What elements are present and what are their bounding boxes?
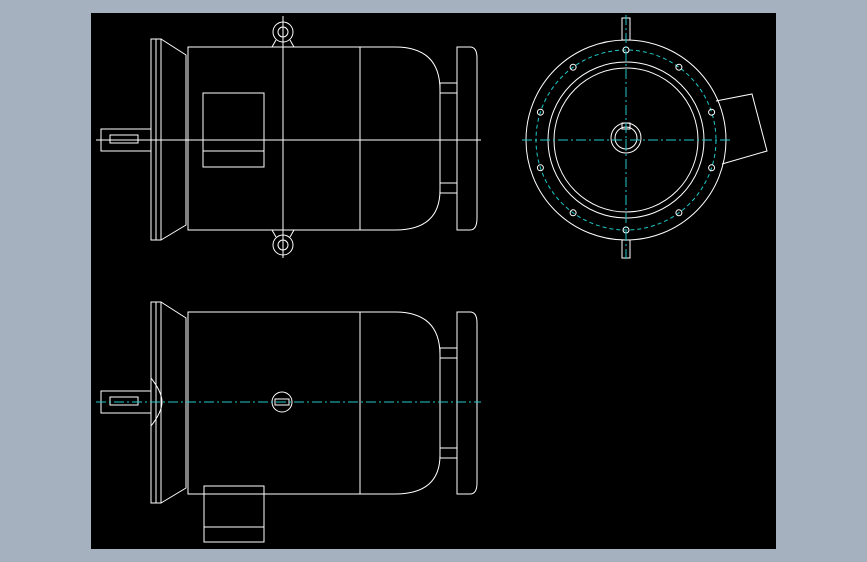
shaft-boss — [150, 377, 163, 427]
bolt-hole — [569, 63, 577, 71]
lifting-eye-top-base — [271, 39, 295, 48]
terminal-box — [202, 92, 265, 168]
fan-cover-2 — [456, 311, 478, 495]
bolt-hole — [536, 164, 544, 172]
bottom-terminal-box — [203, 485, 265, 543]
end-terminal-box — [715, 93, 768, 165]
bolt-hole — [569, 209, 577, 217]
shaft-key-2 — [109, 396, 139, 406]
shaft-key — [109, 134, 139, 144]
drawing-canvas[interactable] — [91, 13, 776, 549]
flange-cone-2 — [160, 301, 187, 504]
motor-side-view-top — [96, 16, 481, 258]
motor-end-view — [522, 15, 768, 262]
bolt-hole — [708, 164, 716, 172]
bolt-hole — [675, 209, 683, 217]
fan-cover — [456, 46, 478, 231]
bolt-hole — [675, 63, 683, 71]
motor-side-view-bottom — [96, 301, 481, 543]
bolt-hole — [536, 108, 544, 116]
bolt-hole — [708, 108, 716, 116]
lifting-eye-bottom-base — [271, 229, 295, 238]
